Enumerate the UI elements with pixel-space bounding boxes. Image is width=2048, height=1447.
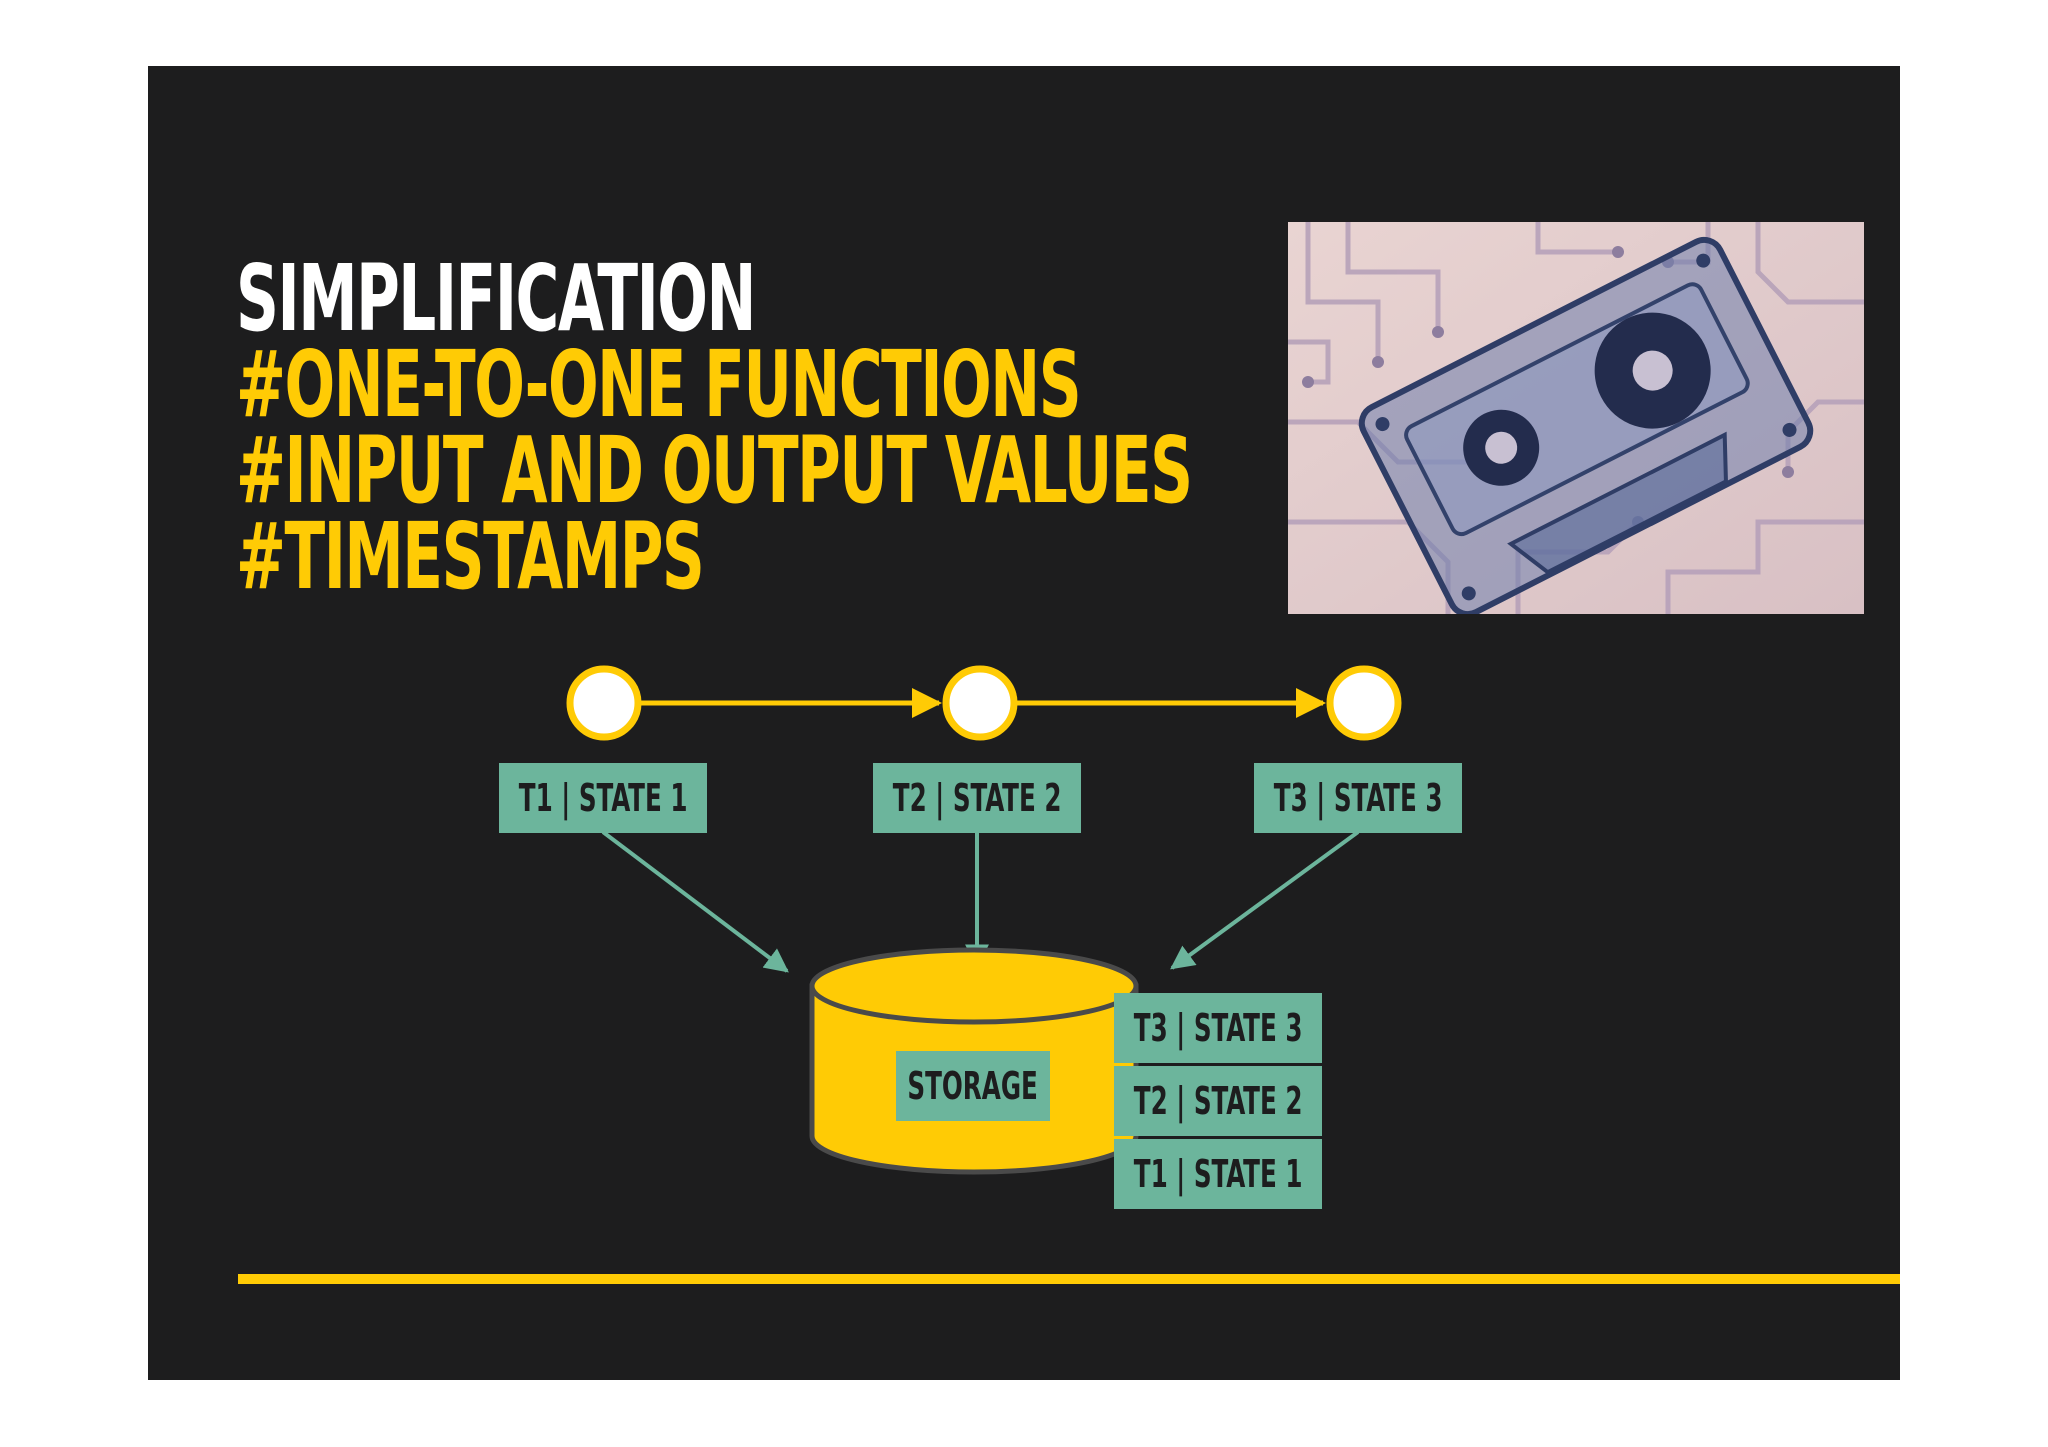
state-storage-diagram [566, 665, 1402, 1175]
timeline-state-1-label: T1 | STATE 1 [518, 776, 688, 820]
storage-label: STORAGE [907, 1064, 1039, 1108]
bottom-accent-rule [238, 1274, 1900, 1284]
slide: SIMPLIFICATION #ONE-TO-ONE FUNCTIONS #IN… [148, 66, 1900, 1380]
stored-state-2: T2 | STATE 2 [1114, 1066, 1322, 1136]
stored-state-2-label: T2 | STATE 2 [1133, 1079, 1303, 1123]
timeline-node-3 [1326, 665, 1402, 741]
store-arrow-3 [1170, 830, 1360, 970]
timeline-state-1: T1 | STATE 1 [499, 763, 707, 833]
stored-state-1: T1 | STATE 1 [1114, 1139, 1322, 1209]
slide-title: SIMPLIFICATION [236, 245, 756, 352]
timeline-state-3: T3 | STATE 3 [1254, 763, 1462, 833]
timeline-state-2-label: T2 | STATE 2 [892, 776, 1062, 820]
stored-state-3-label: T3 | STATE 3 [1133, 1006, 1303, 1050]
cassette-tape-image [1288, 222, 1864, 614]
timeline-state-3-label: T3 | STATE 3 [1273, 776, 1443, 820]
storage-label-box: STORAGE [896, 1051, 1050, 1121]
timeline-node-1 [566, 665, 642, 741]
title-block: SIMPLIFICATION #ONE-TO-ONE FUNCTIONS #IN… [236, 245, 1193, 610]
subtitle-input-output: #INPUT AND OUTPUT VALUES [236, 417, 1193, 524]
stored-state-1-label: T1 | STATE 1 [1133, 1152, 1303, 1196]
stored-state-3: T3 | STATE 3 [1114, 993, 1322, 1063]
timeline-node-2 [942, 665, 1018, 741]
subtitle-one-to-one: #ONE-TO-ONE FUNCTIONS [236, 331, 1082, 438]
store-arrow-1 [601, 830, 789, 973]
subtitle-timestamps: #TIMESTAMPS [236, 503, 705, 610]
timeline-state-2: T2 | STATE 2 [873, 763, 1081, 833]
